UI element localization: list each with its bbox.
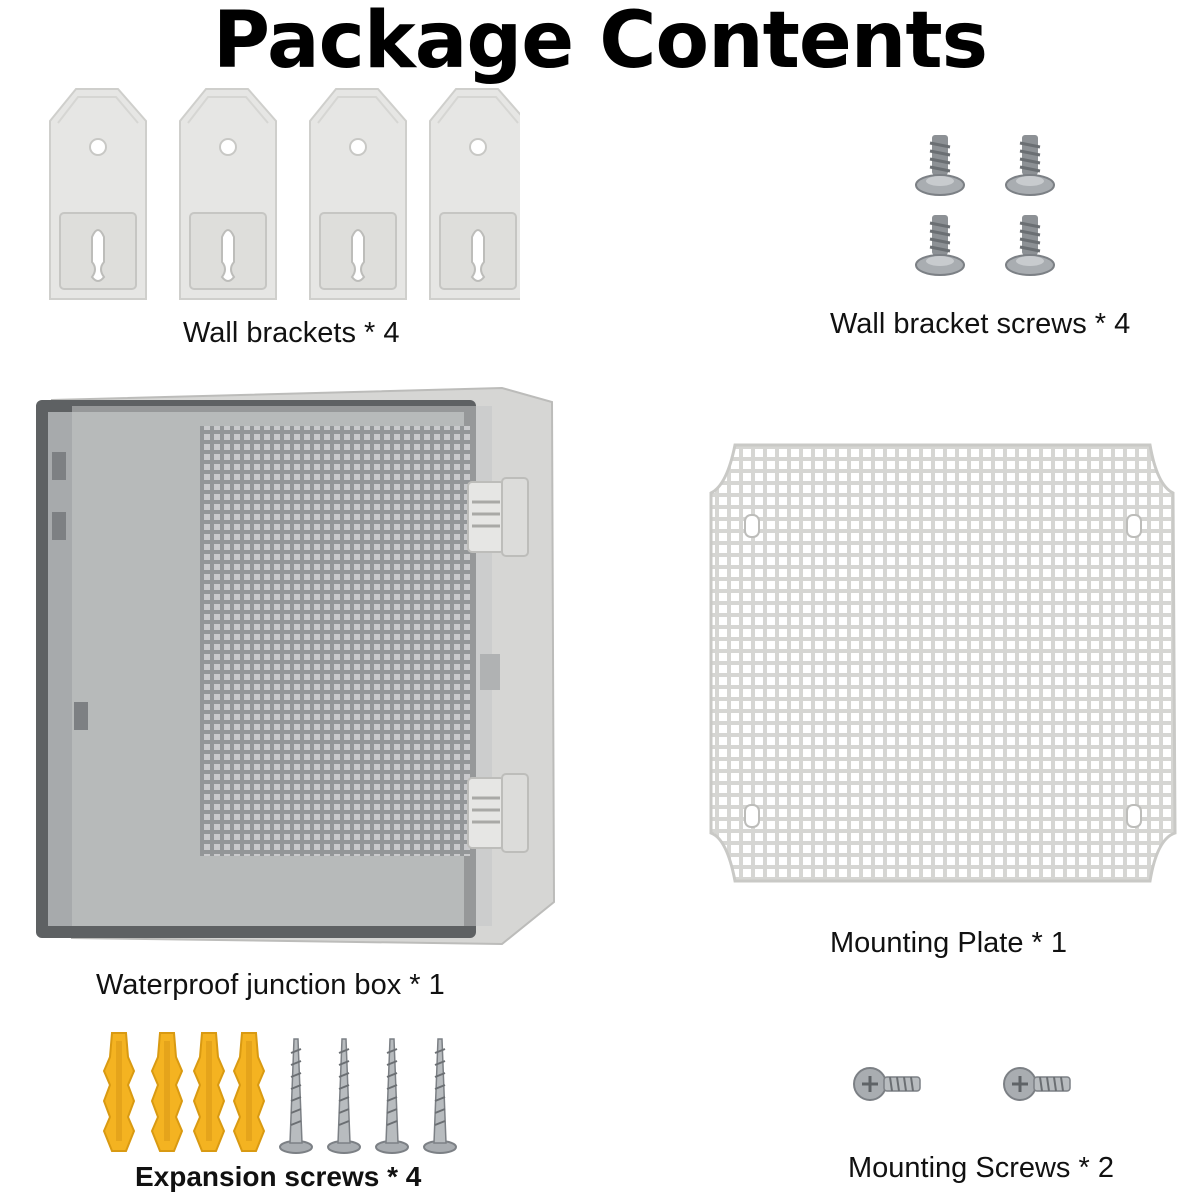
wall-brackets-image [49,88,520,300]
wall-brackets-label: Wall brackets * 4 [183,317,400,349]
expansion-screws-label: Expansion screws * 4 [135,1161,422,1192]
page-title: Package Contents [212,0,988,86]
expansion-screws-image [103,1032,457,1154]
mounting-screws-image [852,1066,1072,1102]
mounting-plate-image [709,443,1177,883]
wall-bracket-screws-image [914,135,1056,277]
wall-bracket-screws-label: Wall bracket screws * 4 [830,308,1131,340]
junction-box-image [36,386,556,946]
mounting-plate-label: Mounting Plate * 1 [830,927,1067,959]
mounting-screws-label: Mounting Screws * 2 [848,1152,1114,1184]
junction-box-label: Waterproof junction box * 1 [96,969,445,1001]
